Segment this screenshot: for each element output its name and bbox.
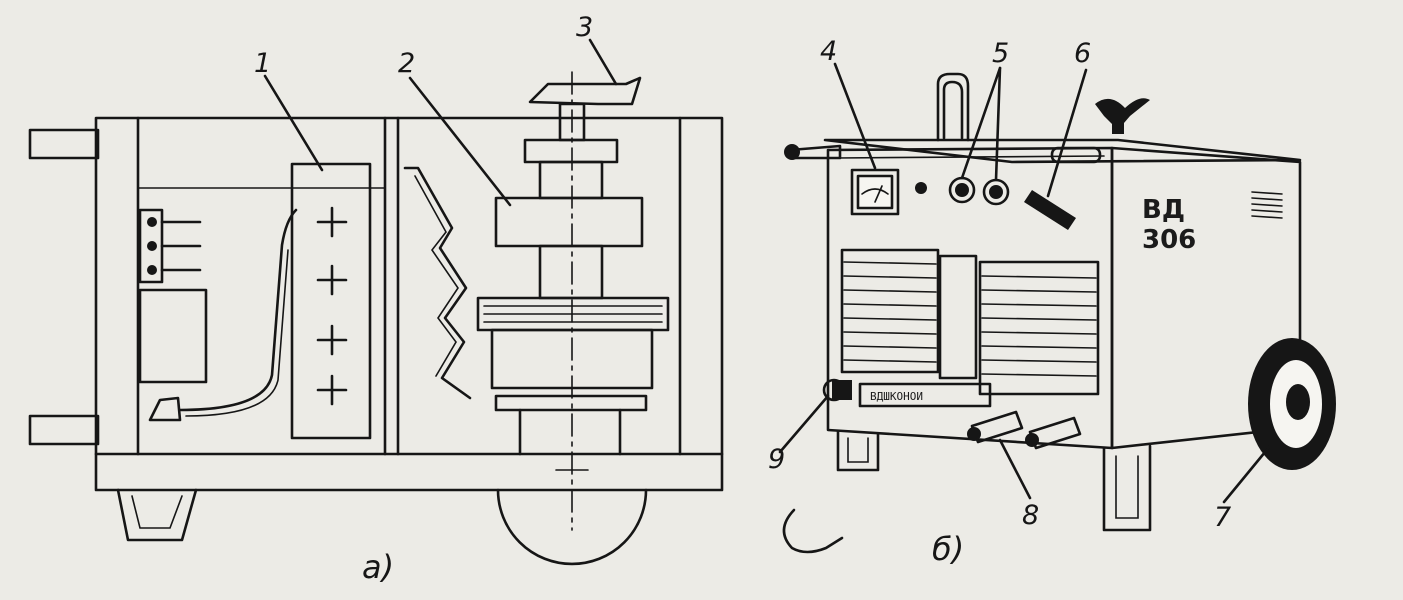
rectifier-block-upper <box>494 196 644 248</box>
handle-bottom-left <box>28 414 100 446</box>
rectifier-assembly <box>476 138 670 456</box>
callout-1: 1 <box>254 48 271 79</box>
center-panel <box>938 254 978 380</box>
cable-run <box>178 208 298 412</box>
leader-4 <box>833 62 877 170</box>
section-view-a <box>28 71 724 566</box>
leader-5b <box>994 66 1002 182</box>
front-left-leg <box>836 430 880 472</box>
rear-wheel <box>496 488 648 566</box>
leader-8 <box>998 438 1032 500</box>
side-vents <box>1251 191 1283 219</box>
busbar-zigzag <box>403 166 472 400</box>
ammeter <box>850 168 900 216</box>
callout-6: 6 <box>1074 38 1091 69</box>
callout-5: 5 <box>992 38 1009 69</box>
model-marking-bottom: 306 <box>1142 225 1196 255</box>
model-marking-top: ВД <box>1142 195 1185 225</box>
front-nameplate <box>858 382 992 408</box>
callout-8: 8 <box>1022 500 1039 531</box>
leader-6 <box>1046 68 1088 198</box>
callout-9: 9 <box>768 444 785 475</box>
terminal-block <box>138 208 202 284</box>
housing-frame <box>94 116 724 492</box>
transport-wheel <box>1248 338 1336 470</box>
front-right-leg <box>1102 444 1152 532</box>
caption-view-a: а) <box>362 548 394 586</box>
louvre-grille-left <box>840 248 940 374</box>
leader-1 <box>263 74 324 172</box>
perspective-view-b: ВД 306 <box>782 72 1336 554</box>
callout-3: 3 <box>576 12 593 43</box>
mains-switch <box>1024 190 1076 230</box>
leader-9 <box>778 394 830 454</box>
front-leg <box>116 488 198 542</box>
handle-top-left <box>28 128 100 160</box>
callout-2: 2 <box>398 48 415 79</box>
top-cover <box>823 138 1302 164</box>
transformer-windings <box>316 206 348 406</box>
indicator-lamp <box>915 182 927 194</box>
front-nameplate-text: ВДШКОНОИ <box>870 390 923 403</box>
fan-impeller <box>528 76 642 106</box>
leader-5a <box>960 66 1002 180</box>
lifting-eye <box>1095 98 1150 130</box>
callout-7: 7 <box>1214 502 1231 533</box>
caption-view-b: б) <box>932 530 964 568</box>
pencil-mark <box>782 508 844 554</box>
leader-2 <box>408 76 512 207</box>
clamp-bracket <box>148 396 182 422</box>
leader-7 <box>1222 444 1272 504</box>
leader-3 <box>588 38 618 86</box>
transformer <box>290 162 372 440</box>
louvre-slats <box>843 261 1097 377</box>
capacitor-box <box>138 288 208 384</box>
louvre-grille-right <box>978 260 1100 396</box>
carry-handle <box>936 72 970 142</box>
callout-4: 4 <box>820 36 837 67</box>
